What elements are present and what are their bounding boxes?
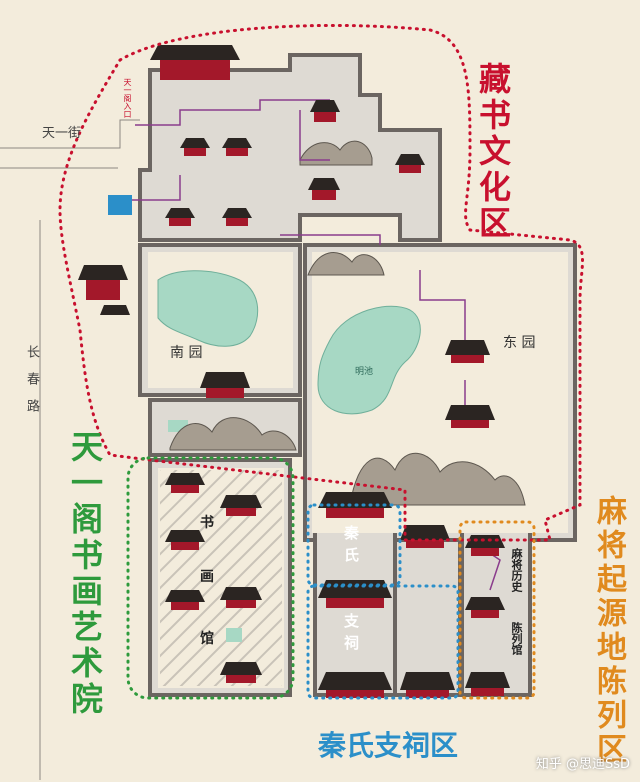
hall-label-hua: 画 bbox=[200, 569, 214, 585]
hall-label-zhi: 支 bbox=[344, 612, 360, 630]
south-garden-pond bbox=[157, 270, 259, 347]
entrance-label: 天一阁入口 bbox=[123, 78, 132, 118]
cangshu-zone-title: 藏书文化区 bbox=[474, 62, 512, 242]
watermark: 知乎 @思迪SsD bbox=[535, 757, 630, 772]
hall-label-guan: 馆 bbox=[200, 631, 214, 647]
majiang-zone-boundary bbox=[458, 520, 536, 700]
shuhua-zone-boundary bbox=[126, 456, 295, 700]
rockeries bbox=[169, 140, 526, 506]
shuhua-zone-title: 天一阁书画艺术院 bbox=[66, 430, 104, 718]
hall-label-ci: 祠 bbox=[344, 634, 360, 652]
academy-pool bbox=[226, 628, 242, 642]
pavilion-roofs bbox=[78, 45, 510, 698]
hall-label-shu: 书 bbox=[200, 515, 214, 531]
cangshu-zone-boundary bbox=[58, 23, 584, 542]
qinshi-zone-title: 秦氏支祠区 bbox=[318, 729, 459, 762]
hall-label-qin: 秦 bbox=[344, 524, 360, 542]
road-lines bbox=[0, 119, 140, 780]
east-garden-pond bbox=[317, 305, 421, 415]
east-garden-label: 东 园 bbox=[503, 335, 536, 351]
tour-path bbox=[125, 99, 501, 591]
academy-floor bbox=[160, 470, 282, 686]
south-garden-label: 南 园 bbox=[170, 345, 203, 361]
majiang-zone-title: 麻将起源地陈列区 bbox=[591, 495, 626, 767]
changchun-road-label: 长春路 bbox=[24, 345, 39, 426]
hall-label-shi: 氏 bbox=[344, 546, 360, 564]
entrance-marker bbox=[108, 195, 132, 215]
qinshi-zone-boundary-lower bbox=[306, 584, 460, 700]
tianyi-street-label: 天一街 bbox=[42, 126, 82, 141]
hall-label-chenlie: 陈列馆 bbox=[510, 622, 523, 655]
pond-label: 明池 bbox=[355, 367, 374, 377]
hall-label-majiang-history: 麻将历史 bbox=[510, 548, 523, 592]
